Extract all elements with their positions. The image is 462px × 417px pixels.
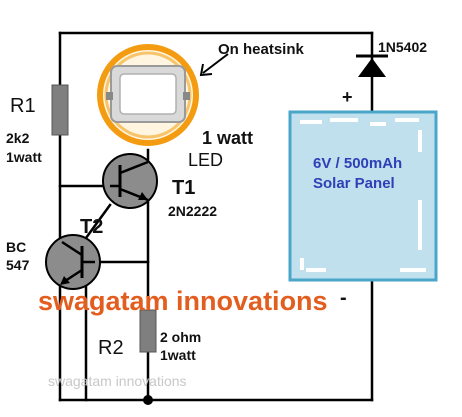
label-minus: - [340, 287, 347, 309]
watermark-main: swagatam innovations [38, 286, 328, 316]
label-r2-name: R2 [98, 337, 124, 359]
label-r1-name: R1 [10, 95, 36, 117]
led-heatsink [97, 44, 199, 146]
label-r2-value: 2 ohm [160, 329, 201, 345]
label-diode: 1N5402 [378, 39, 427, 55]
label-led-power: 1 watt [202, 128, 253, 148]
label-heatsink: On heatsink [218, 41, 305, 58]
wires [58, 31, 374, 402]
label-panel-line1: 6V / 500mAh [313, 155, 402, 172]
diode-1n5402 [356, 54, 388, 77]
label-led-name: LED [188, 150, 223, 170]
label-r1-power: 1watt [6, 149, 42, 165]
label-t1-part: 2N2222 [168, 203, 217, 219]
label-t2-name: T2 [80, 216, 103, 238]
junction-dot [143, 395, 153, 405]
label-plus: + [342, 87, 353, 107]
t1-transistor [102, 153, 158, 209]
solar-panel-body [288, 110, 438, 282]
label-t2-part-line1: BC [6, 239, 26, 255]
heatsink-arrow [199, 53, 229, 77]
solar-panel [288, 110, 438, 282]
label-r2-power: 1watt [160, 347, 196, 363]
t2-transistor [45, 234, 101, 290]
r1-resistor-body [51, 84, 69, 136]
r2-resistor-body [139, 309, 157, 353]
watermark-faint: swagatam innovations [48, 373, 187, 389]
label-r1-value: 2k2 [6, 130, 30, 146]
wire-t2-collector [84, 203, 112, 240]
label-t1-name: T1 [172, 177, 195, 199]
label-panel-line2: Solar Panel [313, 175, 395, 192]
label-t2-part-line2: 547 [6, 257, 30, 273]
